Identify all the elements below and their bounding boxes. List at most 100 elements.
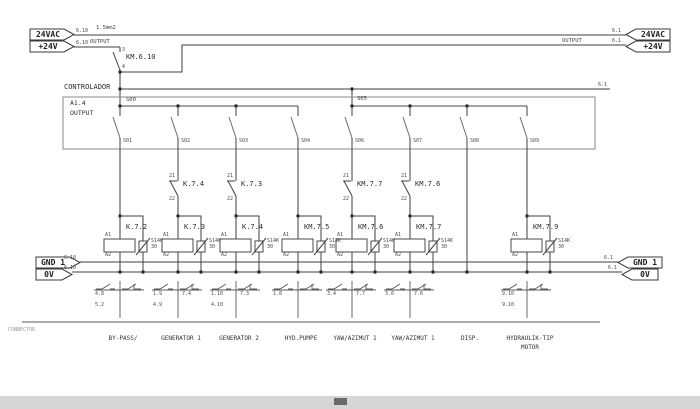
coil-pin-label: A1 bbox=[512, 232, 519, 238]
junction-dot bbox=[199, 270, 203, 274]
varistor-stroke bbox=[542, 237, 558, 256]
no-contact-icon bbox=[386, 283, 405, 290]
nc-contact-icon bbox=[354, 283, 373, 290]
relay-coil-label: KM.7.5 bbox=[304, 223, 330, 231]
relay-coil-box bbox=[161, 238, 194, 253]
flag-label-24v-right: +24V bbox=[643, 41, 663, 51]
junction-dot bbox=[373, 270, 377, 274]
varistor-type-label: S14K bbox=[558, 238, 571, 244]
coil-pin-label: A1 bbox=[163, 232, 170, 238]
contact-pin-label: 21 bbox=[400, 173, 407, 179]
contact-pin-label: 22 bbox=[168, 196, 175, 202]
bus-pin-label: S05 bbox=[357, 96, 367, 102]
wire bbox=[178, 215, 202, 241]
no-contact-icon bbox=[503, 283, 522, 290]
crossref-nc-ref: 7.4 bbox=[182, 291, 192, 297]
relay-coil-box bbox=[510, 238, 543, 253]
no-contact-icon bbox=[274, 283, 293, 290]
nc-contact-blade bbox=[343, 180, 353, 197]
contact-pin-label: 22 bbox=[400, 196, 407, 202]
flag-24v-left bbox=[29, 40, 76, 53]
corner-frame-text: CONNECTOR bbox=[8, 327, 36, 333]
crossref-no-ref: 3.4 bbox=[327, 291, 337, 297]
controller-switch-blade bbox=[228, 116, 237, 139]
contact-pin-label: 4 bbox=[122, 63, 126, 70]
junction-dot bbox=[548, 270, 552, 274]
junction-dot bbox=[257, 270, 261, 274]
relay-coil-box bbox=[219, 238, 252, 253]
contact-pin-label: 21 bbox=[342, 173, 349, 179]
interlock-contact-label: KM.7.6 bbox=[415, 180, 441, 188]
device-label: YAW/AZIMUT 1 bbox=[391, 335, 435, 342]
wire bbox=[352, 215, 376, 241]
relay-coil-label: KM.7.7 bbox=[416, 223, 442, 231]
interlock-contact-label: K.7.4 bbox=[183, 180, 205, 188]
varistor-type-label: S14K bbox=[267, 238, 280, 244]
crossref-no-ref: 1.10 bbox=[211, 291, 224, 297]
relay-coil-box bbox=[103, 238, 136, 253]
crossref-no-ref: 9.10 bbox=[502, 302, 515, 308]
crossref-nc-ref: 7.6 bbox=[414, 291, 424, 297]
junction-dot bbox=[319, 270, 323, 274]
varistor-value-label: 30 bbox=[383, 244, 390, 250]
nc-contact-icon bbox=[529, 283, 548, 290]
flag-label-24vac-left: 24VAC bbox=[35, 29, 61, 39]
no-contact-icon bbox=[328, 283, 347, 290]
nc-contact-blade bbox=[401, 180, 411, 197]
flag-label-0v-left: 0V bbox=[44, 269, 54, 279]
varistor-value-label: 30 bbox=[267, 244, 274, 250]
nc-contact-icon bbox=[412, 283, 431, 290]
device-label: BY-PASS/ bbox=[108, 335, 138, 342]
no-contact-icon bbox=[154, 283, 173, 290]
junction-dot bbox=[431, 270, 435, 274]
wire-24v-right bbox=[120, 44, 626, 73]
wire bbox=[298, 215, 322, 241]
varistor-type-label: S14K bbox=[383, 238, 396, 244]
controller-pin-label: S03 bbox=[239, 138, 249, 144]
contact-pin-label: 22 bbox=[226, 196, 233, 202]
controller-switch-blade bbox=[402, 116, 411, 139]
device-label: YAW/AZIMUT 1 bbox=[333, 335, 377, 342]
controller-switch-blade bbox=[112, 116, 121, 139]
relay-coil-box bbox=[281, 238, 314, 253]
flag-24vac-left bbox=[29, 28, 76, 41]
crossref-no-ref: 3.6 bbox=[385, 291, 395, 297]
coil-pin-label: A2 bbox=[283, 252, 290, 258]
wire-output-label: OUTPUT bbox=[562, 38, 582, 44]
wire-ref: 6.10 bbox=[64, 264, 77, 271]
wire-ref: 6.1 bbox=[598, 82, 608, 88]
coil-pin-label: A1 bbox=[221, 232, 228, 238]
varistor-type-label: S14K bbox=[209, 238, 222, 244]
controller-switch-blade bbox=[459, 116, 468, 139]
wire-ref: 6.10 bbox=[76, 40, 89, 46]
controller-pin-label: S01 bbox=[123, 138, 133, 144]
bottom-bar-mark bbox=[334, 398, 347, 405]
wire-output-label: OUTPUT bbox=[90, 39, 110, 45]
flag-24v-right bbox=[624, 40, 671, 53]
flag-label-24vac-right: 24VAC bbox=[640, 29, 666, 39]
interlock-contact-label: K.7.3 bbox=[241, 180, 263, 188]
controller-pin-label: S06 bbox=[355, 138, 365, 144]
flag-gnd1-left bbox=[35, 256, 82, 269]
crossref-no-ref: 4.8 bbox=[95, 291, 105, 297]
relay-coil-label: K.7.3 bbox=[184, 223, 206, 231]
coil-pin-label: A2 bbox=[512, 252, 519, 258]
crossref-no-ref: 4.9 bbox=[153, 302, 163, 308]
no-contact-icon bbox=[96, 283, 115, 290]
varistor-stroke bbox=[193, 237, 209, 256]
bus-pin-label: S00 bbox=[126, 97, 136, 103]
junction-dot bbox=[118, 270, 122, 274]
wire-ref: 6.1 bbox=[608, 264, 618, 271]
device-label: GENERATOR 2 bbox=[219, 335, 259, 342]
wire bbox=[120, 215, 144, 241]
junction-dot bbox=[176, 270, 180, 274]
flag-label-gnd1-left: GND 1 bbox=[40, 257, 66, 267]
controller-switch-blade bbox=[344, 116, 353, 139]
junction-dot bbox=[465, 270, 469, 274]
crossref-no-ref: 5.2 bbox=[95, 302, 105, 308]
wire bbox=[527, 215, 551, 241]
contact-pin-label: 3 bbox=[122, 46, 126, 53]
crossref-nc-ref: 7.7 bbox=[356, 291, 366, 297]
